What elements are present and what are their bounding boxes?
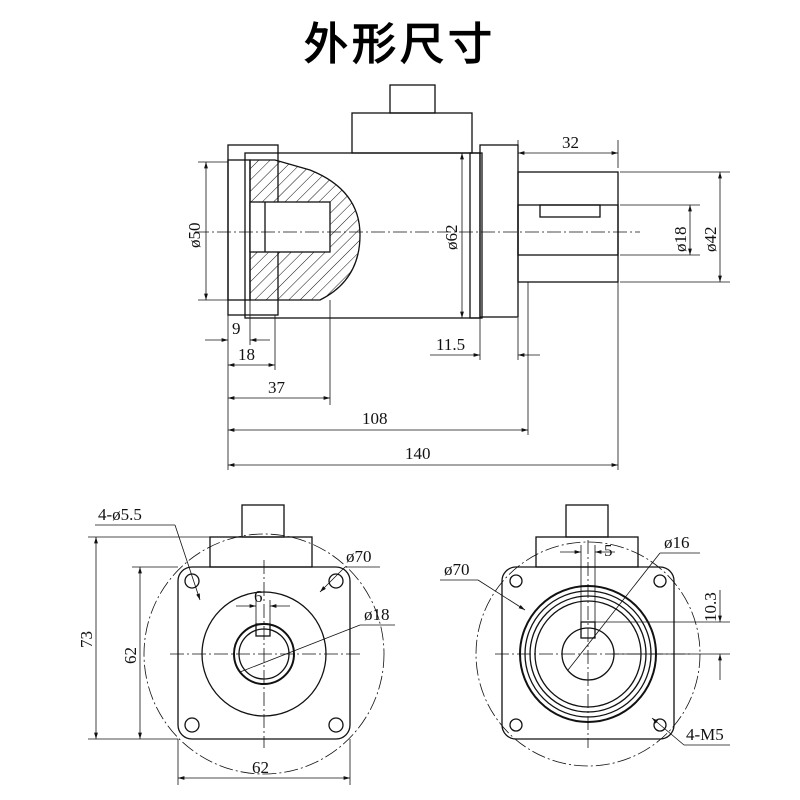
dim-key-height: 10.3 — [701, 592, 720, 622]
dim-flange-pilot-dia: ø50 — [185, 223, 204, 249]
dim-shaft-shoulder-dia: ø42 — [701, 227, 720, 253]
page-title: 外形尺寸 — [304, 19, 496, 70]
dim-mount-holes: 4-ø5.5 — [98, 505, 142, 524]
dim-shoulder-length: 11.5 — [436, 335, 465, 354]
dim-input-height: 73 — [77, 631, 96, 648]
dim-shaft-dia: ø18 — [671, 227, 690, 253]
dim-input-flange-width: 62 — [252, 758, 269, 777]
dim-output-bore: ø16 — [664, 533, 690, 552]
dim-output-pcd: ø70 — [444, 560, 470, 579]
dim-keyway-width: 6 — [254, 587, 263, 606]
dim-input-pcd: ø70 — [346, 547, 372, 566]
dim-tapped-holes: 4-M5 — [686, 725, 724, 744]
dim-body-length: 108 — [362, 409, 388, 428]
dim-bore-depth: 18 — [238, 345, 255, 364]
dim-key-width: 5 — [604, 541, 613, 560]
side-view: 32 ø50 ø62 ø18 ø42 9 18 — [185, 84, 730, 470]
dim-input-length: 37 — [268, 378, 286, 397]
dim-body-dia: ø62 — [442, 225, 461, 251]
input-end-view: 4-ø5.5 ø70 6 ø18 73 62 62 — [77, 504, 395, 785]
output-end-view: ø70 5 ø16 10.3 4-M5 — [440, 504, 730, 767]
dim-input-flange-height: 62 — [121, 647, 140, 664]
dim-shaft-length: 32 — [562, 133, 579, 152]
dim-overall-length: 140 — [405, 444, 431, 463]
dim-input-bore: ø18 — [364, 605, 390, 624]
dim-flange-thickness: 9 — [232, 319, 241, 338]
